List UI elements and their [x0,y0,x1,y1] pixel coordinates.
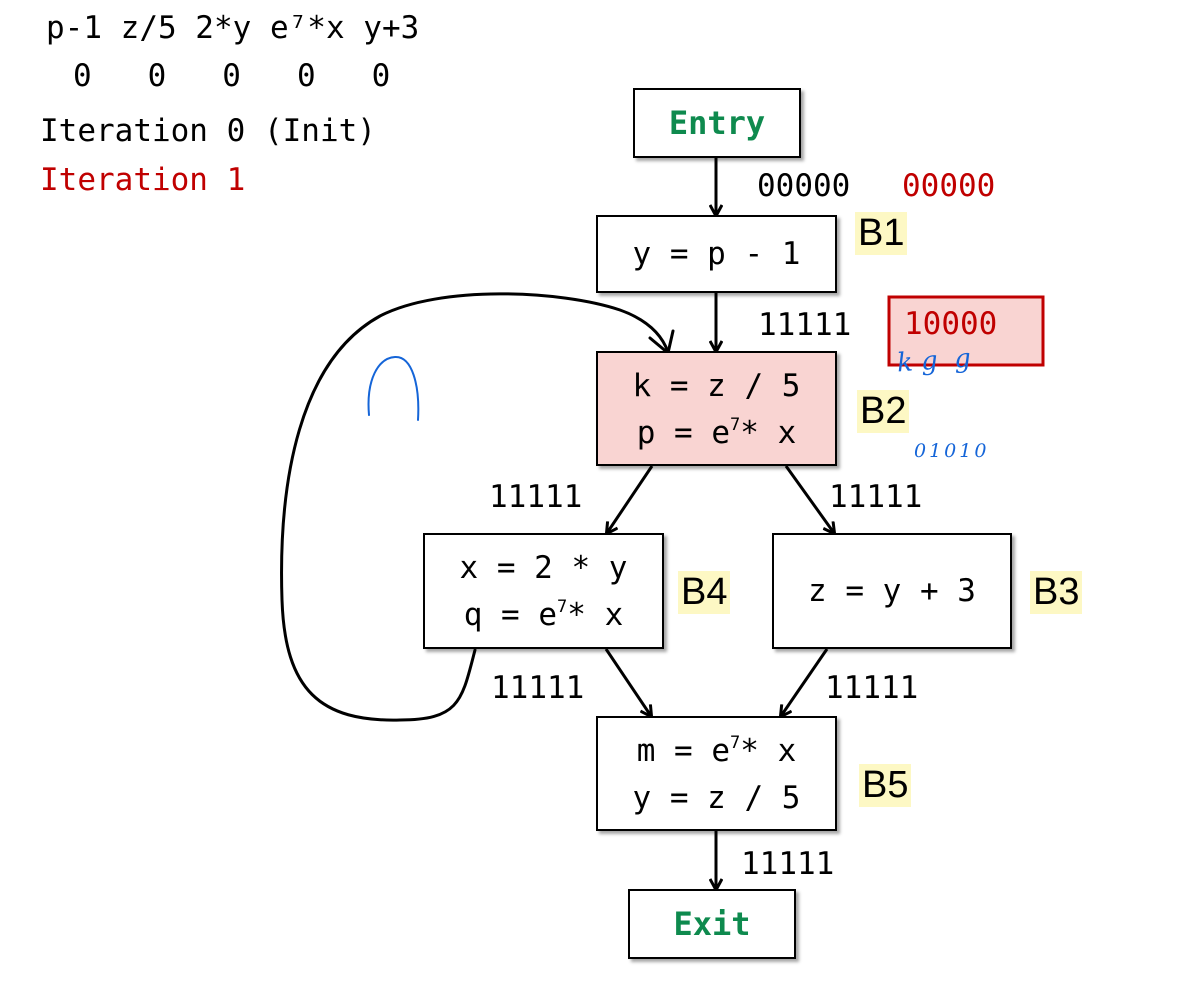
b1-label: B1 [855,212,908,255]
b2-label: B2 [857,390,910,433]
b5-exit-value: 11111 [741,846,835,882]
entry-node: Entry [633,88,801,158]
b3-b5-value: 11111 [825,670,919,706]
block-b1: y = p - 1 [596,215,837,293]
entry-label: Entry [668,104,766,142]
handdrawn-back-edge [280,292,670,722]
iteration-1-label: Iteration 1 [40,162,246,198]
edge-b2-b3 [784,465,834,533]
b5-label: B5 [859,764,912,807]
b2-b3-value: 11111 [829,479,923,515]
edge-b2-b4 [607,465,654,533]
b5-statement-1: m = e7* x [636,733,797,769]
edge-b3-b5 [781,648,829,716]
b1-b2-value-iter1: 10000 [904,306,998,342]
b1-statement: y = p - 1 [632,236,801,272]
entry-b1-value-iter1: 00000 [902,168,996,204]
block-b3: z = y + 3 [772,533,1012,649]
exit-node: Exit [628,889,796,959]
iteration1-highlight-box [887,295,1045,367]
b2-b4-value: 11111 [489,479,583,515]
b5-statement-2: y = z / 5 [632,780,801,816]
handdrawn-arch [367,355,420,421]
exit-label: Exit [673,905,751,943]
handdrawn-arrowhead [648,329,675,355]
edge-b4-b5 [604,648,651,716]
block-b4: x = 2 * y q = e7* x [423,533,664,649]
b2-statement-2: p = e7* x [636,415,797,451]
b1-b2-value: 11111 [758,307,852,343]
b4-b5-value: 11111 [491,670,585,706]
b4-statement-1: x = 2 * y [459,550,628,586]
b4-label: B4 [678,571,731,614]
block-b2: k = z / 5 p = e7* x [596,351,837,466]
handwritten-kgg: k g g [896,343,972,379]
b3-statement: z = y + 3 [808,573,976,609]
b3-label: B3 [1030,571,1083,614]
entry-b1-value: 00000 [757,168,851,204]
handwritten-01010: 01010 [914,440,990,462]
iteration-0-label: Iteration 0 (Init) [40,113,376,149]
b2-statement-1: k = z / 5 [632,368,801,404]
block-b5: m = e7* x y = z / 5 [596,716,837,831]
b4-statement-2: q = e7* x [463,597,624,633]
initial-values: 0 0 0 0 0 [73,58,391,94]
expression-columns: p-1 z/5 2*y e⁷*x y+3 [46,10,420,46]
